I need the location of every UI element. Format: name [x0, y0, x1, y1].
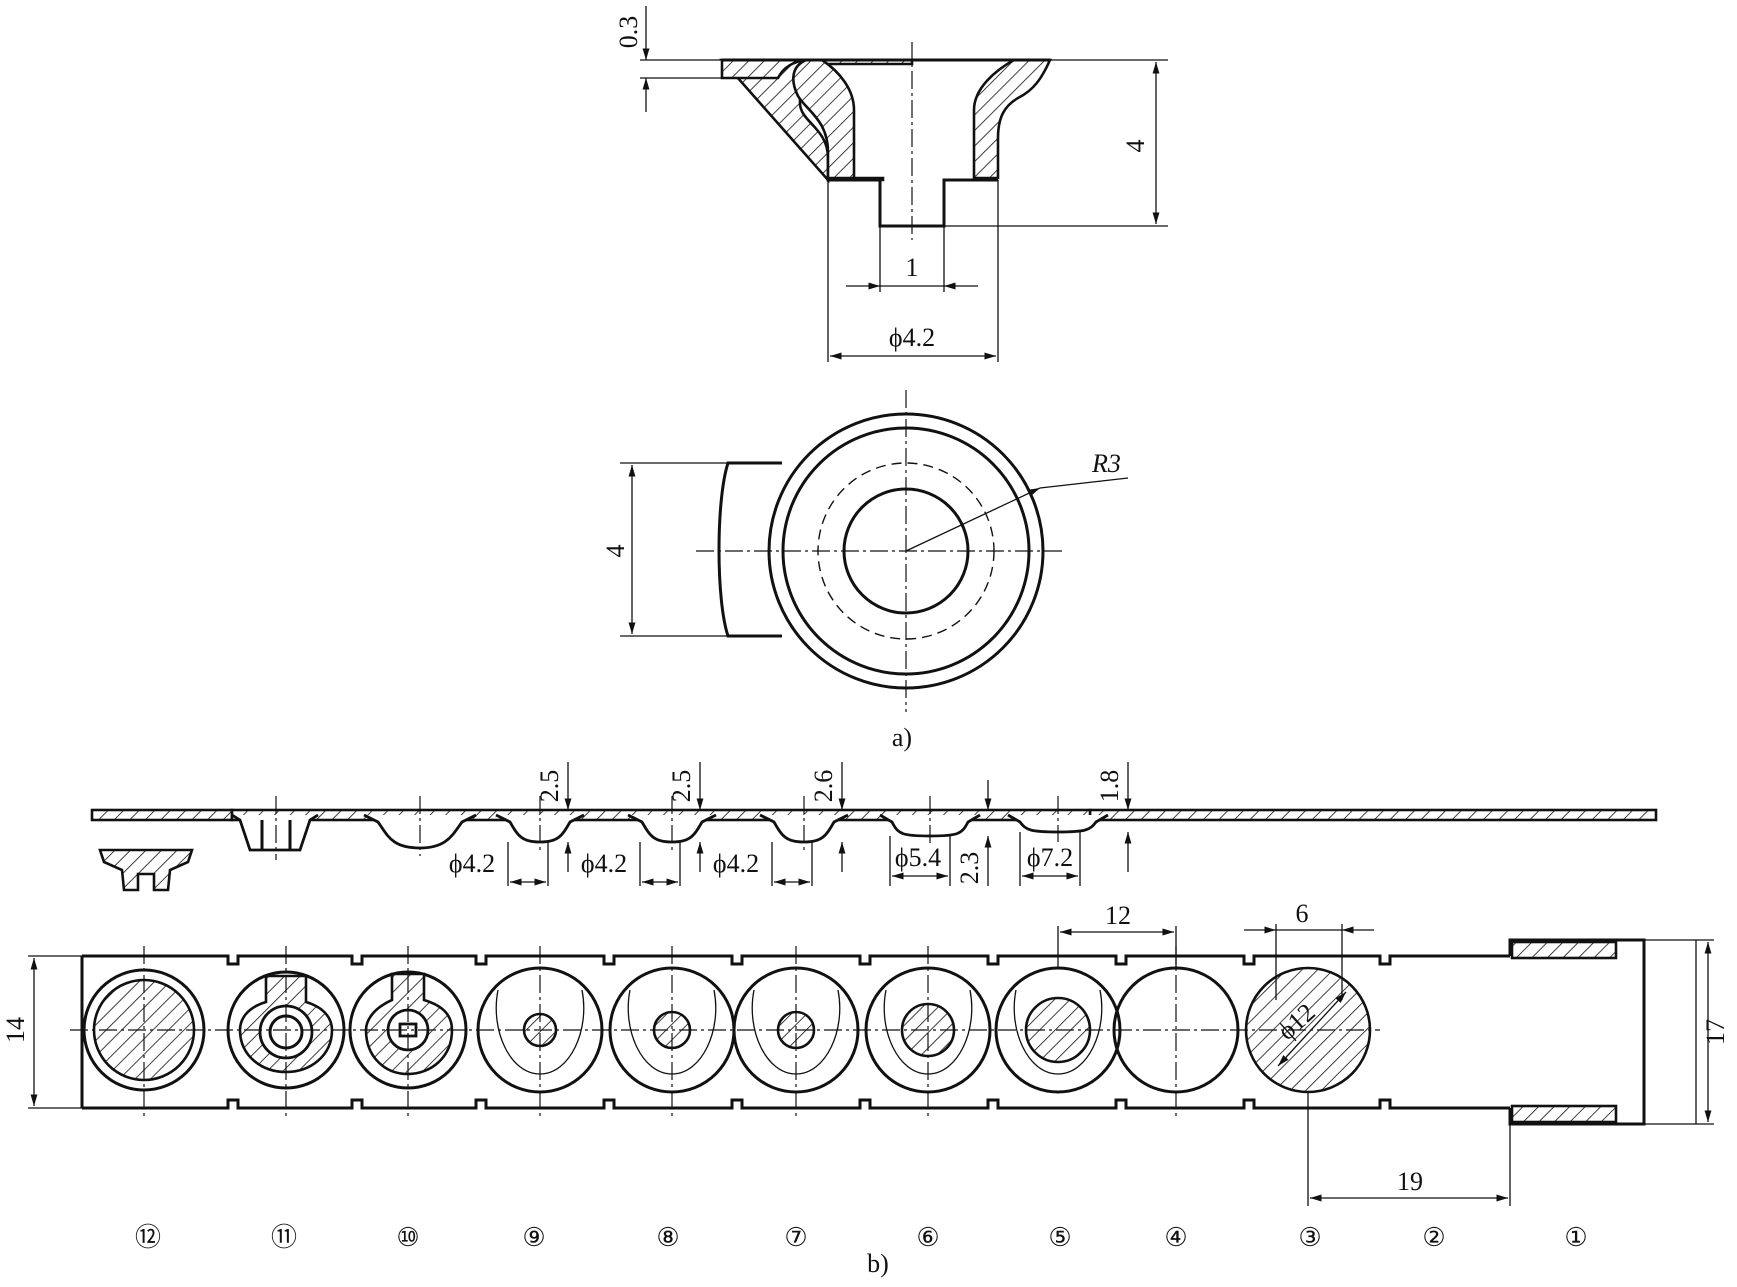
- station-label: ⑪: [271, 1223, 297, 1252]
- station-label: ⑧: [656, 1223, 679, 1252]
- dim-section-height: 4: [1121, 140, 1150, 153]
- depth-dim-5: 2.3: [955, 852, 984, 885]
- depth-dim-2: 2.5: [667, 770, 696, 803]
- cup-station-11: [231, 813, 319, 852]
- dim-plan-radius: R3: [1091, 449, 1121, 478]
- station-label: ④: [1164, 1223, 1187, 1252]
- dim-flange-thickness: 0.3: [614, 16, 643, 49]
- depth-dim-3: 2.6: [809, 770, 838, 803]
- depth-dim-4: 1.8: [1095, 770, 1124, 803]
- diameter-dim-2: ϕ4.2: [581, 849, 627, 878]
- station-label: ⑥: [916, 1223, 939, 1252]
- station-label: ⑦: [784, 1223, 807, 1252]
- figure-b-strip-layout: 12 6 ϕ12 14 17 19 ⑫ ⑪ ⑩ ⑨ ⑧ ⑦ ⑥: [1, 899, 1730, 1278]
- strip-outline: [80, 954, 1510, 1110]
- station-label: ⑨: [522, 1223, 545, 1252]
- caption-a: a): [892, 723, 912, 752]
- depth-dim-1: 2.5: [535, 770, 564, 803]
- section-left-wall: [792, 58, 856, 180]
- dim-full-width: 17: [1701, 1019, 1730, 1045]
- dim-slot: 6: [1296, 899, 1309, 928]
- station-label: ⑤: [1048, 1223, 1071, 1252]
- caption-b: b): [867, 1249, 889, 1278]
- dim-plan-width: 4: [601, 545, 630, 558]
- station-label: ③: [1298, 1223, 1321, 1252]
- station-label: ⑩: [396, 1223, 419, 1252]
- station-10-outline: [348, 970, 468, 1090]
- figure-b-strip-section: 2.5 2.5 2.6 1.8 2.3 ϕ4.2 ϕ4.2 ϕ4.2 ϕ5.4 …: [90, 762, 1658, 892]
- figure-a-plan-view: R3 4 a): [601, 390, 1129, 752]
- station-label: ⑫: [135, 1223, 161, 1252]
- diameter-dim-1: ϕ4.2: [449, 849, 495, 878]
- station-label: ①: [1564, 1223, 1587, 1252]
- dim-feed: 19: [1397, 1167, 1423, 1196]
- diameter-dim-4: ϕ5.4: [895, 843, 941, 872]
- plan-tab: [717, 461, 782, 638]
- dim-section-diameter: ϕ4.2: [889, 323, 935, 352]
- dim-pitch: 12: [1105, 901, 1131, 930]
- section-bottom-profile: [826, 178, 998, 228]
- strip-edge-top-section: [1510, 940, 1618, 960]
- section-right-wall: [972, 58, 1053, 180]
- dim-bottom-width: 1: [906, 253, 919, 282]
- figure-a-section-view: 0.3 4 1 ϕ4.2: [614, 6, 1168, 362]
- dim-strip-width: 14: [1, 1017, 30, 1043]
- station-label: ②: [1422, 1223, 1445, 1252]
- diameter-dim-3: ϕ4.2: [713, 849, 759, 878]
- strip-edge-bottom-section: [1510, 1104, 1618, 1124]
- finished-part-section: [98, 848, 194, 892]
- station-labels: ⑫ ⑪ ⑩ ⑨ ⑧ ⑦ ⑥ ⑤ ④ ③ ② ①: [135, 1223, 1588, 1252]
- diameter-dim-5: ϕ7.2: [1027, 843, 1073, 872]
